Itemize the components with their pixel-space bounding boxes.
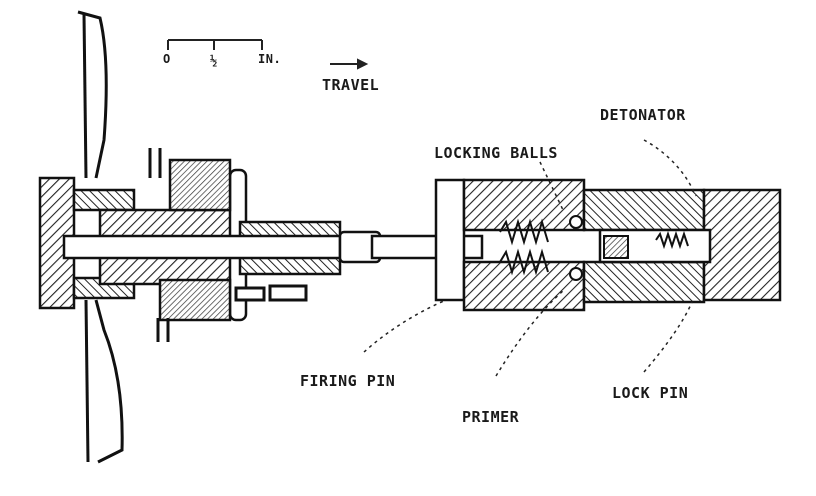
propeller-vane (77, 10, 124, 464)
detonator-spring (655, 230, 689, 250)
scale-bar (167, 39, 263, 50)
primer (603, 235, 629, 259)
arming-shaft (62, 230, 484, 264)
scale-zero-label: O (163, 52, 171, 66)
travel-label: TRAVEL (322, 76, 380, 94)
firing-pin-label: FIRING PIN (300, 372, 396, 390)
locking-balls (569, 215, 583, 281)
lock-pin-label: LOCK PIN (612, 384, 689, 402)
leader-lines (363, 139, 697, 377)
housing-posts (148, 148, 308, 342)
firing-device-body (434, 178, 782, 312)
firing-pin-spring (499, 218, 549, 276)
detonator-label: DETONATOR (600, 106, 686, 124)
scale-inch-label: IN. (258, 52, 282, 66)
scale-half-label: ½ (210, 54, 218, 68)
travel-arrow (330, 58, 369, 70)
locking-balls-label: LOCKING BALLS (434, 144, 558, 162)
primer-label: PRIMER (462, 408, 520, 426)
